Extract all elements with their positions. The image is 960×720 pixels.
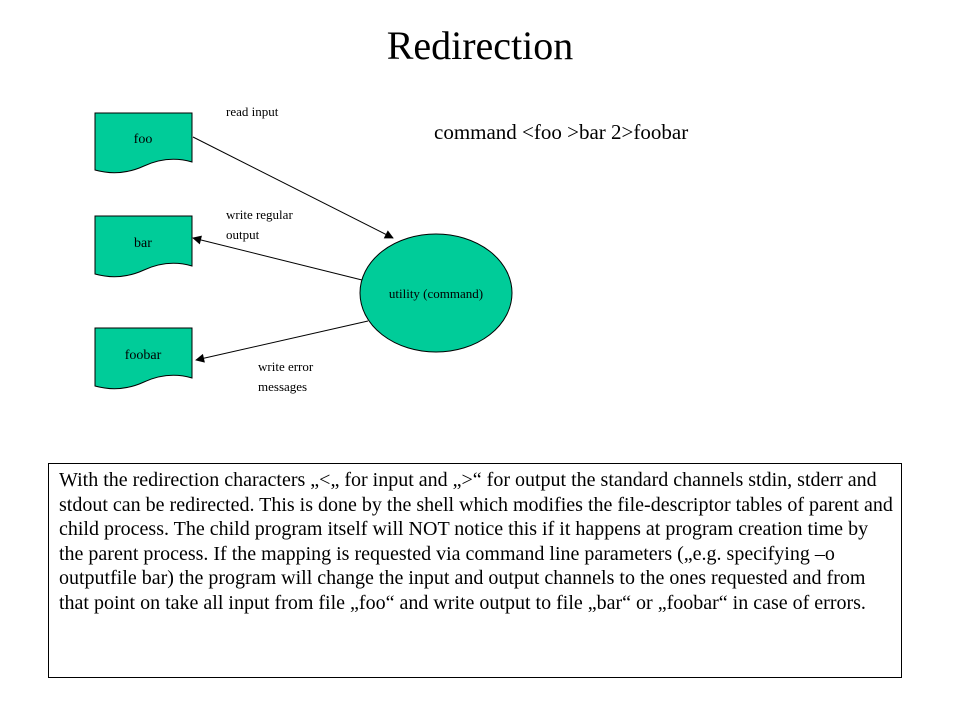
file-bar-shape (94, 215, 193, 278)
utility-ellipse (359, 233, 513, 353)
file-bar-label: bar (134, 236, 152, 251)
arrow-write-error (195, 320, 369, 363)
arrow-read-input (192, 136, 394, 239)
file-foobar-shape (94, 327, 193, 390)
file-foo-shape (94, 112, 193, 174)
utility-label: utility (command) (389, 286, 483, 301)
description-box: With the redirection characters „<„ for … (48, 463, 902, 678)
file-foobar-label: foobar (125, 348, 162, 363)
slide-title: Redirection (386, 23, 574, 68)
label-write-regular-1: write regular (226, 207, 293, 222)
command-example: command <foo >bar 2>foobar (434, 120, 689, 144)
label-write-error-1: write error (258, 359, 314, 374)
label-write-error-2: messages (258, 379, 307, 394)
label-read-input: read input (226, 104, 279, 119)
redirection-diagram: foo bar foobar utility (command) read in… (94, 104, 513, 394)
file-foo-label: foo (134, 132, 153, 147)
label-write-regular-2: output (226, 227, 260, 242)
arrow-write-output (192, 235, 363, 281)
